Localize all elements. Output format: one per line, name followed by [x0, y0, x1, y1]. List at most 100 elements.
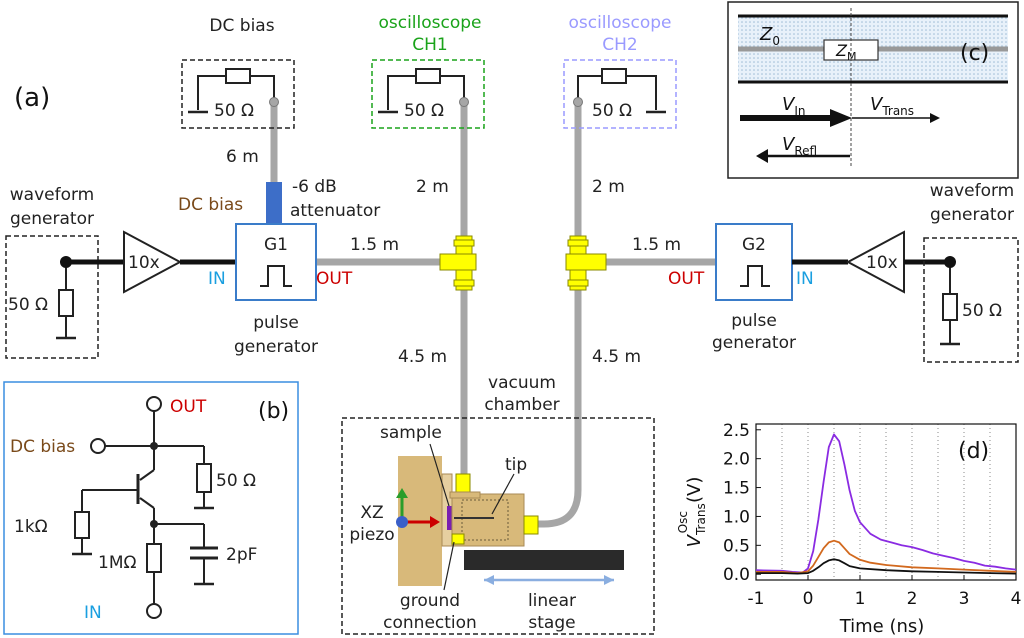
- chart-y-tick-label-3: 1.5: [723, 479, 750, 499]
- chart-series-line-2: [756, 558, 1017, 575]
- vacuum-label-2: chamber: [484, 395, 559, 415]
- b-r1m-label: 1MΩ: [98, 553, 136, 573]
- chart-y-axis-label: VTransOsc(V): [676, 477, 708, 548]
- chart-y-tick-label-4: 2.0: [723, 450, 750, 470]
- tip-label: tip: [505, 455, 527, 475]
- oscilloscope-ch1: oscilloscope CH1 50 Ω: [371, 13, 485, 129]
- osc-ch2-resistor: 50 Ω: [592, 101, 632, 121]
- c-zm: ZM: [835, 41, 856, 63]
- g1-out-label: OUT: [316, 269, 353, 289]
- wf-gen-right-resistor: 50 Ω: [962, 301, 1002, 321]
- c-v-trans: VTrans: [870, 94, 914, 118]
- xz-label-2: piezo: [349, 525, 394, 545]
- b-c2p-label: 2pF: [226, 545, 257, 565]
- g2-label: G2: [742, 235, 766, 255]
- waveform-generator-left: waveform generator 50 Ω: [5, 185, 99, 359]
- wf-gen-right-label-2: generator: [930, 205, 1014, 225]
- cable-length-4-5m-left: 4.5 m: [398, 347, 447, 367]
- chart-plot-frame: [755, 423, 1017, 581]
- g1-label: G1: [264, 235, 288, 255]
- dc-bias-top-label: DC bias: [209, 16, 274, 36]
- vacuum-label-1: vacuum: [488, 373, 556, 393]
- g1-pulse-icon: [260, 265, 292, 287]
- chart-x-tick-label-1: 0: [803, 589, 814, 609]
- osc-ch1-resistor: 50 Ω: [404, 101, 444, 121]
- amplifier-left: [123, 230, 183, 294]
- b-r50-label: 50 Ω: [216, 471, 256, 491]
- osc-ch1-label-1: oscilloscope: [378, 13, 481, 33]
- panel-label-d: (d): [958, 439, 989, 464]
- g1-desc-1: pulse: [253, 313, 299, 333]
- sample-label: sample: [380, 423, 442, 443]
- cable-length-1-5m-right: 1.5 m: [632, 235, 681, 255]
- chart-y-tick-label-2: 1.0: [723, 507, 750, 527]
- cables: [270, 98, 720, 528]
- panel-label-c: (c): [960, 41, 989, 66]
- chart-x-tick-label-2: 1: [855, 589, 866, 609]
- attenuator-label: attenuator: [290, 201, 380, 221]
- xz-label-1: XZ: [360, 503, 383, 523]
- linear-label-2: stage: [528, 613, 575, 633]
- chart-y-tick-label-5: 2.5: [723, 421, 750, 441]
- cable-length-4-5m-right: 4.5 m: [592, 347, 641, 367]
- cable-length-2m-left: 2 m: [416, 177, 449, 197]
- g2-desc-2: generator: [712, 333, 796, 353]
- c-v-refl: VRefl: [782, 134, 817, 158]
- c-z0: Z0: [759, 24, 780, 48]
- chart-x-tick-label-4: 3: [959, 589, 970, 609]
- wf-gen-left-label-2: generator: [10, 209, 94, 229]
- wf-gen-right-label-1: waveform: [930, 181, 1014, 201]
- sample: [447, 506, 452, 530]
- chart-y-tick-label-1: 0.5: [723, 536, 750, 556]
- g1-desc-2: generator: [234, 337, 318, 357]
- amp-gain-left: 10x: [128, 253, 160, 273]
- dc-bias-side-label: DC bias: [178, 195, 243, 215]
- vacuum-chamber: vacuum chamber sample tip XZ piezo groun…: [341, 373, 655, 635]
- attenuator: [266, 182, 282, 224]
- chart-x-tick-label-3: 2: [907, 589, 918, 609]
- chart-x-tick-label-5: 4: [1011, 589, 1022, 609]
- wf-gen-left-label-1: waveform: [10, 185, 94, 205]
- cable-length-2m-right: 2 m: [592, 177, 625, 197]
- chart-x-tick-label-0: -1: [748, 589, 765, 609]
- cable-length-1-5m-left: 1.5 m: [350, 235, 399, 255]
- panel-label-a: (a): [14, 83, 50, 113]
- panel-label-b: (b): [258, 399, 289, 424]
- chart-series-line-1: [756, 539, 1017, 574]
- pulse-generator-g2: G2 OUT IN pulse generator: [668, 223, 814, 353]
- c-v-in: VIn: [782, 94, 805, 118]
- ground-label-1: ground: [400, 591, 460, 611]
- g2-desc-1: pulse: [731, 311, 777, 331]
- g1-in-label: IN: [208, 269, 226, 289]
- oscilloscope-ch2: oscilloscope CH2 50 Ω: [563, 13, 677, 129]
- chart-x-axis-label: Time (ns): [839, 616, 925, 637]
- g2-pulse-icon: [740, 265, 770, 287]
- chart-y-tick-label-0: 0.0: [723, 565, 750, 585]
- g2-in-label: IN: [796, 269, 814, 289]
- osc-ch2-label-2: CH2: [602, 35, 637, 55]
- pulse-generator-g1: G1 IN OUT pulse generator: [208, 223, 353, 357]
- panel-c-transmission-line: (c) Z0 ZM VIn VTrans VRefl: [727, 1, 1019, 179]
- linear-label-1: linear: [528, 591, 576, 611]
- b-in-label: IN: [84, 603, 102, 623]
- g2-out-label: OUT: [668, 269, 705, 289]
- osc-ch1-label-2: CH1: [412, 35, 447, 55]
- tee-connector-left: [439, 235, 477, 291]
- chart-series-line-0: [755, 433, 1017, 574]
- cable-length-6m: 6 m: [226, 147, 259, 167]
- b-r1k-label: 1kΩ: [14, 517, 48, 537]
- resistor-50-label: 50 Ω: [214, 101, 254, 121]
- dc-bias-termination: DC bias 50 Ω: [181, 16, 295, 129]
- panel-b-circuit: (b) OUT DC bias 50 Ω 1kΩ 2pF 1M: [3, 381, 299, 635]
- osc-ch2-label-1: oscilloscope: [568, 13, 671, 33]
- attenuator-value: -6 dB: [292, 177, 337, 197]
- ground-label-2: connection: [383, 613, 477, 633]
- amp-gain-right: 10x: [866, 253, 898, 273]
- b-out-label: OUT: [170, 397, 207, 417]
- b-dc-bias-label: DC bias: [10, 437, 75, 457]
- linear-stage: [464, 550, 624, 570]
- panel-d-chart: (d) VTransOsc(V) Time (ns) -1 0 1 2 3 4 0.0 0.5…: [676, 421, 1021, 637]
- tee-connector-right: [565, 235, 607, 291]
- wf-gen-left-resistor: 50 Ω: [8, 295, 48, 315]
